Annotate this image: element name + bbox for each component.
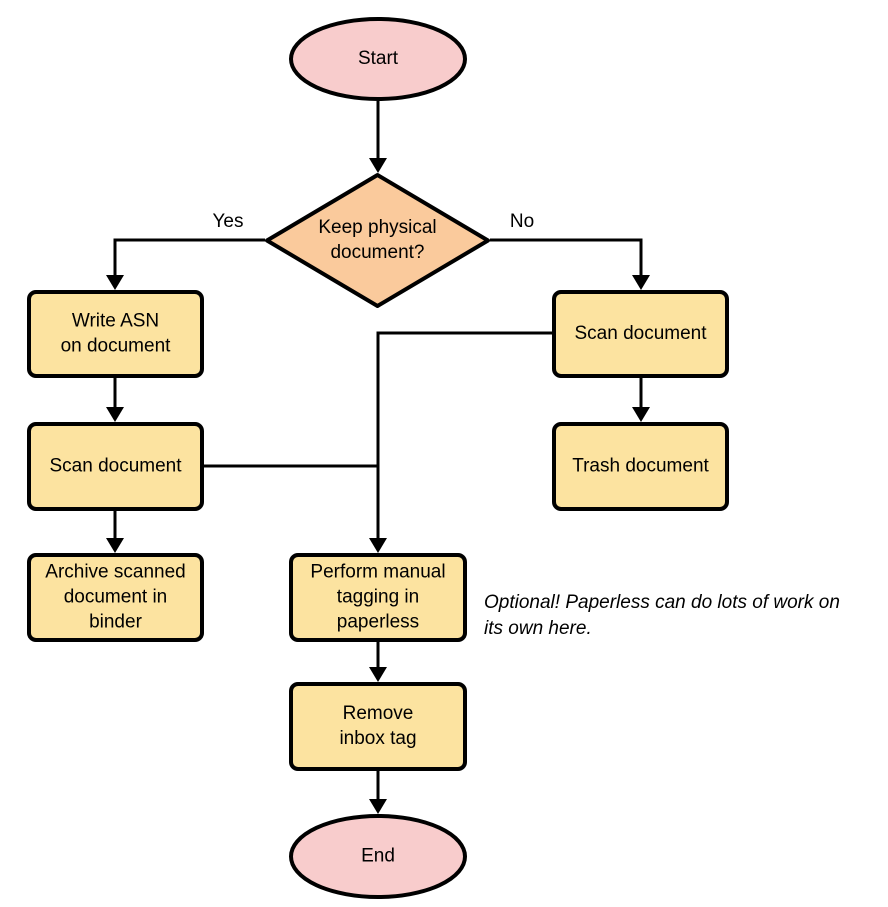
node-label-line: document? [330, 242, 424, 263]
process-shape [289, 553, 467, 642]
arrowhead-icon [632, 407, 650, 422]
edge-path [490, 238, 643, 287]
node-end[interactable]: End [289, 814, 467, 899]
decision-shape [265, 173, 490, 308]
arrowhead-icon [106, 538, 124, 553]
node-manual-tagging[interactable]: Perform manual tagging in paperless [289, 553, 467, 642]
node-label-line: End [361, 846, 395, 867]
node-write-asn[interactable]: Write ASN on document [27, 290, 204, 378]
node-keep-physical[interactable]: Keep physical document? [265, 173, 490, 308]
annotation-optional-note: Optional! Paperless can do lots of work … [484, 592, 840, 639]
edge-decision-no: No [490, 211, 650, 290]
arrowhead-icon [369, 538, 387, 553]
edge-label: No [510, 211, 534, 232]
terminal-shape [289, 814, 467, 899]
node-label-line: Scan document [574, 323, 707, 344]
node-label-line: document in [64, 587, 168, 608]
arrowhead-icon [632, 275, 650, 290]
terminal-shape [289, 17, 467, 101]
arrowhead-icon [106, 407, 124, 422]
node-label-line: Trash document [572, 456, 709, 477]
node-label-line: inbox tag [339, 728, 416, 749]
node-label-line: Keep physical [318, 217, 436, 238]
edge-start-to-decision [369, 101, 387, 173]
node-label-line: tagging in [337, 587, 419, 608]
node-remove-inbox[interactable]: Remove inbox tag [289, 682, 467, 771]
node-label-line: Perform manual [310, 562, 445, 583]
node-label-line: Archive scanned [45, 562, 185, 583]
node-trash[interactable]: Trash document [552, 422, 729, 511]
node-archive-binder[interactable]: Archive scanned document in binder [27, 553, 204, 642]
arrowhead-icon [106, 275, 124, 290]
edge-write-asn-to-scan-left [106, 378, 124, 422]
node-start[interactable]: Start [289, 17, 467, 101]
node-label-line: on document [61, 336, 172, 357]
arrowhead-icon [369, 667, 387, 682]
arrowhead-icon [369, 799, 387, 814]
node-label-line: Scan document [49, 456, 182, 477]
annotations-layer: Optional! Paperless can do lots of work … [484, 592, 840, 639]
process-shape [289, 682, 467, 771]
edge-scan-right-to-tagging [369, 331, 552, 553]
process-shape [27, 290, 204, 378]
node-scan-right[interactable]: Scan document [552, 290, 729, 378]
node-label-line: Remove [343, 703, 414, 724]
process-shape [552, 422, 729, 511]
process-shape [27, 422, 204, 511]
node-label-line: Write ASN [72, 311, 159, 332]
edge-remove-inbox-to-end [369, 771, 387, 814]
node-label-line: binder [89, 612, 142, 633]
edge-label: Yes [213, 211, 244, 232]
edge-scan-right-to-trash [632, 378, 650, 422]
arrowhead-icon [369, 158, 387, 173]
process-shape [27, 553, 204, 642]
edge-path [113, 238, 265, 287]
process-shape [552, 290, 729, 378]
annotation-line: its own here. [484, 618, 592, 639]
node-label-line: Start [358, 48, 399, 69]
edge-tagging-to-remove-inbox [369, 642, 387, 682]
annotation-line: Optional! Paperless can do lots of work … [484, 592, 840, 613]
edges-layer: Yes No [106, 101, 650, 814]
edge-path [376, 331, 552, 550]
node-scan-left[interactable]: Scan document [27, 422, 204, 511]
node-label-line: paperless [337, 612, 419, 633]
edge-scan-left-to-archive [106, 511, 124, 553]
edge-decision-yes: Yes [106, 211, 265, 290]
